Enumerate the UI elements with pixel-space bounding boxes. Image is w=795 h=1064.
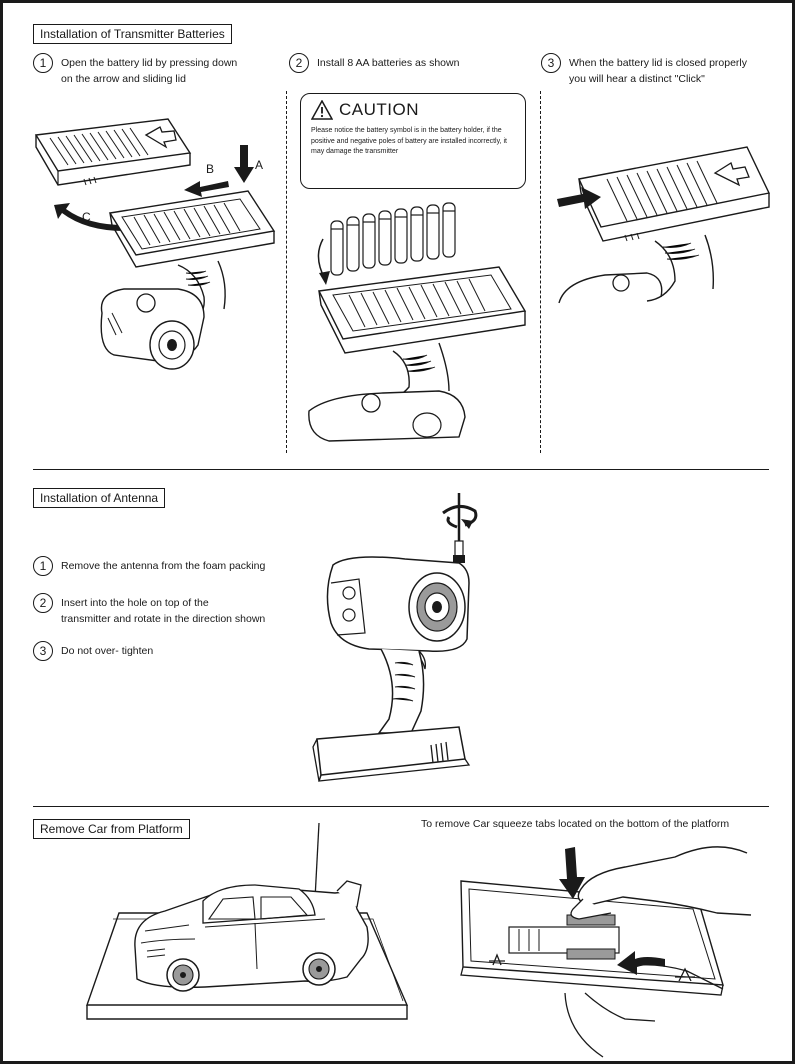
step-text: Insert into the hole on top of the trans…: [61, 597, 266, 625]
step-text: Do not over- tighten: [61, 645, 154, 657]
antenna-install-illustration: [312, 493, 478, 782]
antenna-step-1: 1 Remove the antenna from the foam packi…: [33, 556, 266, 576]
step-number: 3: [541, 53, 561, 73]
arrow-icon: [557, 187, 601, 209]
transmitter-closed-drawing: [558, 146, 771, 304]
transmitter-open-drawing: [100, 190, 276, 370]
aa-batteries-drawing: [330, 202, 456, 276]
caution-title: CAUTION: [339, 100, 419, 119]
battery-step-3: 3 When the battery lid is closed properl…: [541, 53, 748, 87]
arrow-label-a: A: [255, 158, 263, 172]
divider-dashed: [286, 91, 287, 453]
step-number: 3: [33, 641, 53, 661]
step-text: Open the battery lid by pressing down on…: [61, 57, 238, 85]
battery-lid-drawing: [34, 118, 192, 186]
step-text: When the battery lid is closed properly …: [569, 57, 748, 85]
battery-insert-illustration: [308, 202, 527, 442]
caution-box: CAUTION Please notice the battery symbol…: [300, 93, 526, 189]
step-number: 2: [289, 53, 309, 73]
section-divider: [33, 806, 769, 807]
battery-lid-closed-illustration: [557, 146, 771, 304]
antenna-step-2: 2 Insert into the hole on top of the tra…: [33, 593, 266, 627]
car-drawing: [134, 822, 369, 992]
caution-text: Please notice the battery symbol is in t…: [311, 127, 507, 155]
step-number: 1: [33, 53, 53, 73]
arrow-icon: [559, 847, 665, 975]
arrow-icon: [54, 145, 254, 231]
arrow-icon: [317, 238, 330, 285]
platform-tabs-illustration: [460, 846, 752, 1058]
step-number: 1: [33, 556, 53, 576]
battery-step-2: 2 Install 8 AA batteries as shown: [289, 53, 460, 73]
divider-dashed: [540, 91, 541, 453]
antenna-drawing: [453, 493, 465, 563]
warning-triangle-icon: [311, 100, 333, 120]
transmitter-drawing: [312, 556, 471, 782]
antenna-step-3: 3 Do not over- tighten: [33, 641, 154, 661]
section-title-batteries: Installation of Transmitter Batteries: [33, 24, 232, 44]
step-number: 2: [33, 593, 53, 613]
section-divider: [33, 469, 769, 470]
section-title-antenna: Installation of Antenna: [33, 488, 166, 508]
step-text: Remove the antenna from the foam packing: [61, 560, 266, 572]
platform-note: To remove Car squeeze tabs located on th…: [421, 818, 730, 830]
rotate-arrow-icon: [442, 505, 478, 529]
transmitter-tray-drawing: [308, 266, 527, 442]
battery-step-1: 1 Open the battery lid by pressing down …: [33, 53, 238, 87]
battery-lid-open-illustration: A B C: [34, 118, 276, 370]
arrow-label-c: C: [82, 210, 91, 224]
step-text: Install 8 AA batteries as shown: [317, 57, 460, 69]
section-title-platform: Remove Car from Platform: [33, 819, 190, 839]
car-on-platform-illustration: [86, 822, 409, 1020]
arrow-label-b: B: [206, 162, 214, 176]
